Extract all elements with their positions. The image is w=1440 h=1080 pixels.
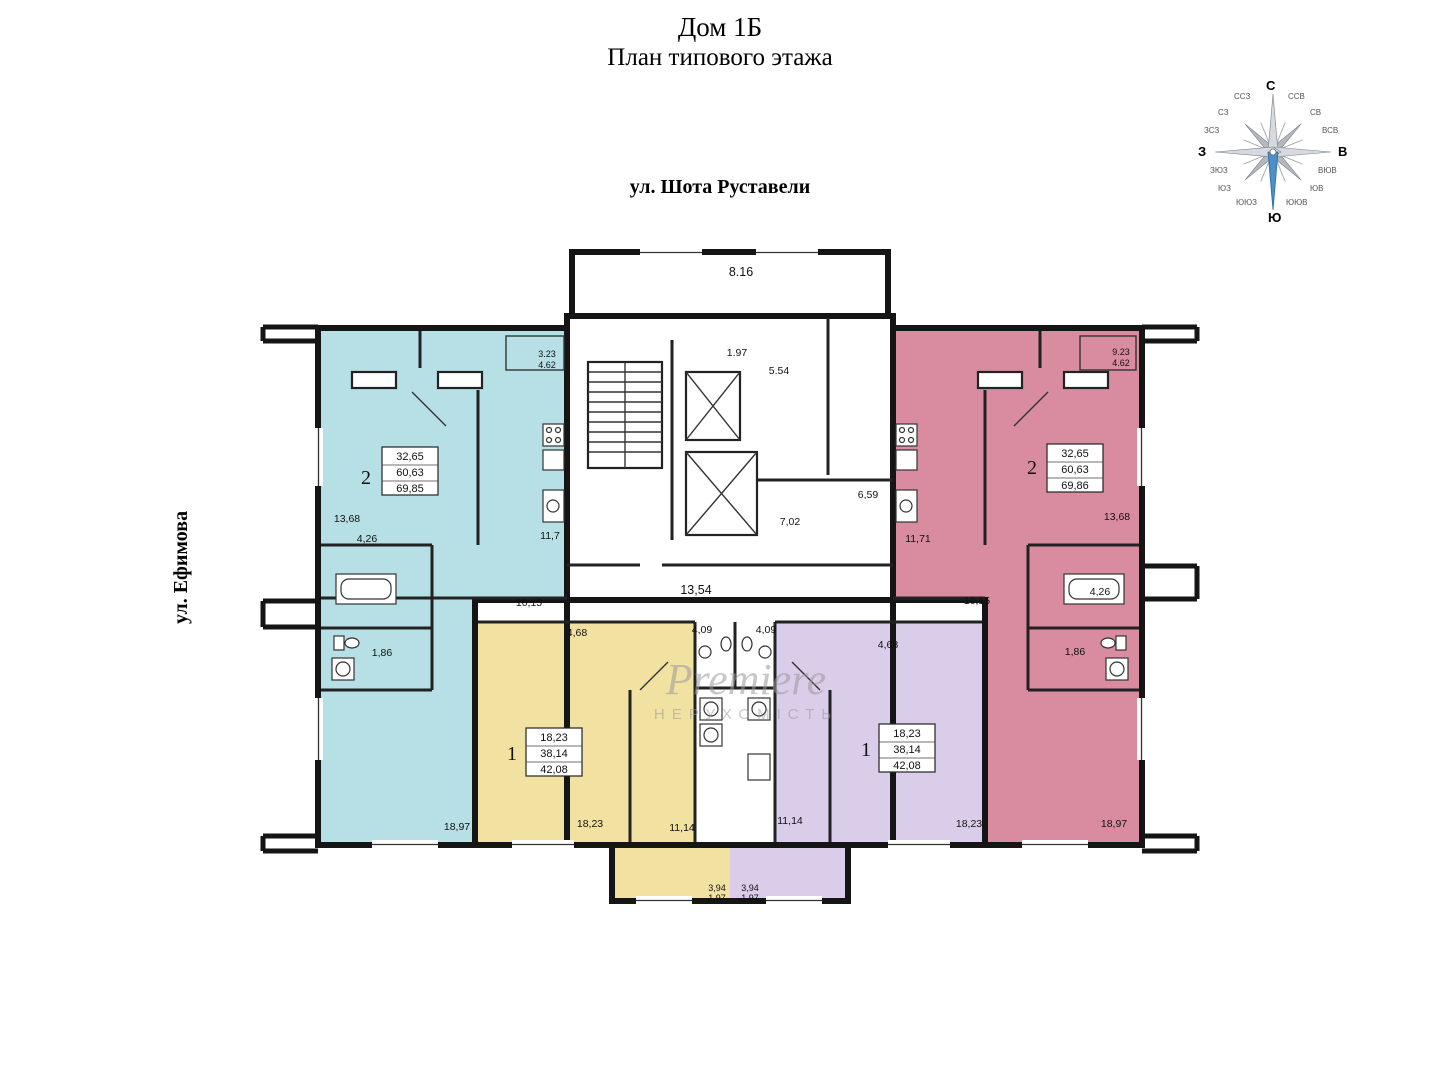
- apt1-left-area-total: 38,14: [540, 748, 568, 760]
- door-leaves: [411, 391, 1049, 691]
- compass-label-nne: ССВ: [1288, 92, 1305, 101]
- dim-hall-702: 7,02: [780, 516, 801, 528]
- apt1-left-area-full: 42,08: [540, 764, 568, 776]
- dim-hall-right-468: 4,68: [878, 639, 899, 651]
- loggia-right: [1079, 335, 1137, 371]
- windows: [314, 248, 1146, 905]
- exterior-walls: [315, 249, 1145, 904]
- apartment-1-left-balcony-area: [615, 842, 730, 900]
- dim-loggia-right-a: 4.62: [1112, 358, 1130, 368]
- page-title: Дом 1Б: [677, 12, 763, 42]
- dim-hall-659: 6,59: [858, 489, 879, 501]
- dim-loggia-left-w: 3.23: [538, 349, 556, 359]
- interior-walls: [321, 318, 1139, 842]
- apt1-right-area-living: 18,23: [893, 728, 921, 740]
- compass-rose: С ССЗ ССВ СЗ СВ ЗСЗ ВСВ З В ЗЮЗ ВЮВ ЮЗ Ю…: [1198, 78, 1348, 232]
- area-table-apt2-right: [1046, 443, 1104, 493]
- dim-balc-right-197: 1,97: [741, 893, 759, 903]
- wall-left-wing: [315, 325, 570, 848]
- compass-label-nw: СЗ: [1218, 108, 1229, 117]
- staircase: [586, 360, 664, 470]
- area-table-apt1-right: [878, 723, 936, 773]
- compass-label-ene: ВСВ: [1322, 126, 1339, 135]
- street-label-top: ул. Шота Руставели: [629, 176, 811, 198]
- dim-width-left-1823: 18,23: [577, 818, 603, 830]
- dim-loggia-left-a: 4.62: [538, 360, 556, 370]
- apt2-right-number: 2: [1027, 457, 1037, 479]
- dim-kitchen-left: 11,7: [540, 530, 560, 542]
- wall-right-wing: [890, 325, 1145, 848]
- compass-label-ssw: ЮЮЗ: [1236, 198, 1257, 207]
- dim-bath-right-426: 4,26: [1090, 586, 1111, 598]
- dim-width-right-1897: 18,97: [1101, 818, 1127, 830]
- apartment-1-right-balcony-area: [730, 842, 845, 900]
- apt2-left-number: 2: [361, 467, 371, 489]
- compass-label-wsw: ЗЮЗ: [1210, 166, 1228, 175]
- dim-width-left-1114: 11,14: [669, 822, 695, 834]
- adjacent-section-stubs: [260, 324, 1200, 854]
- apt1-right-area-full: 42,08: [893, 760, 921, 772]
- dim-bath-right-409: 4,09: [756, 624, 777, 636]
- apt2-right-area-living: 32,65: [1061, 448, 1089, 460]
- dim-loggia-right-w: 9.23: [1112, 347, 1130, 357]
- apt2-left-area-living: 32,65: [396, 451, 424, 463]
- dim-room-left-1015: 10,15: [516, 597, 542, 609]
- compass-label-e: В: [1338, 144, 1348, 159]
- apt2-right-area-full: 69,86: [1061, 480, 1089, 492]
- dim-balc-right-394: 3,94: [741, 883, 759, 893]
- elevator-shafts: [684, 370, 759, 537]
- dim-wc-right-186: 1,86: [1065, 646, 1086, 658]
- dim-room-left-1368: 13,68: [334, 513, 360, 525]
- compass-label-wnw: ЗСЗ: [1204, 126, 1220, 135]
- apt1-left-area-living: 18,23: [540, 732, 568, 744]
- window-bays: [350, 335, 1137, 390]
- dim-corridor-1354: 13,54: [680, 583, 711, 597]
- dim-balc-left-197: 1,97: [708, 893, 726, 903]
- dimension-labels: 8.16 1.97 5.54 3.23 4.62 9.23 4.62 13,68…: [334, 265, 1130, 903]
- compass-label-sse: ЮЮВ: [1286, 198, 1308, 207]
- apt2-left-area-full: 69,85: [396, 483, 424, 495]
- dim-width-right-1114: 11,14: [777, 815, 803, 827]
- dim-stair-width: 1.97: [727, 347, 748, 359]
- dim-room-right-1368: 13,68: [1104, 511, 1130, 523]
- compass-label-sw: ЮЗ: [1218, 184, 1231, 193]
- wall-top-block: [569, 249, 891, 319]
- compass-label-n: С: [1266, 78, 1276, 93]
- dim-bath-left-409: 4,09: [692, 624, 713, 636]
- dim-wc-left-186: 1,86: [372, 647, 393, 659]
- wall-bottom-protrusion: [609, 842, 851, 904]
- compass-label-se: ЮВ: [1310, 184, 1324, 193]
- dim-width-right-1823: 18,23: [956, 818, 982, 830]
- dim-hall-left-468: 4,68: [567, 627, 588, 639]
- compass-label-nnw: ССЗ: [1234, 92, 1251, 101]
- loggia-left: [505, 335, 565, 371]
- compass-label-ne: СВ: [1310, 108, 1322, 117]
- dim-bath-left-426: 4,26: [357, 533, 378, 545]
- kitchen-bath-fixtures: [331, 423, 1129, 781]
- page-subtitle: План типового этажа: [607, 44, 833, 71]
- area-tables: 32,65 60,63 69,85 2 32,65 60,63 69,86 2 …: [361, 443, 1104, 777]
- apt2-right-area-total: 60,63: [1061, 464, 1089, 476]
- dim-kitchen-right: 11,71: [905, 533, 931, 545]
- apt2-left-area-total: 60,63: [396, 467, 424, 479]
- compass-star-icon: [1214, 93, 1332, 211]
- apt1-left-number: 1: [507, 743, 517, 765]
- dim-width-left-1897: 18,97: [444, 821, 470, 833]
- dim-hall-554: 5.54: [769, 365, 790, 377]
- area-table-apt1-left: [525, 727, 583, 777]
- compass-label-ese: ВЮВ: [1318, 166, 1337, 175]
- dim-top-width: 8.16: [729, 265, 753, 279]
- apt1-right-area-total: 38,14: [893, 744, 921, 756]
- area-table-apt2-left: [381, 446, 439, 496]
- dim-room-right-1015: 10,15: [964, 595, 990, 607]
- compass-label-w: З: [1198, 144, 1207, 159]
- compass-label-s: Ю: [1268, 210, 1282, 225]
- apt1-right-number: 1: [861, 739, 871, 761]
- apartment-1-left-area: [478, 622, 695, 842]
- dim-balc-left-394: 3,94: [708, 883, 726, 893]
